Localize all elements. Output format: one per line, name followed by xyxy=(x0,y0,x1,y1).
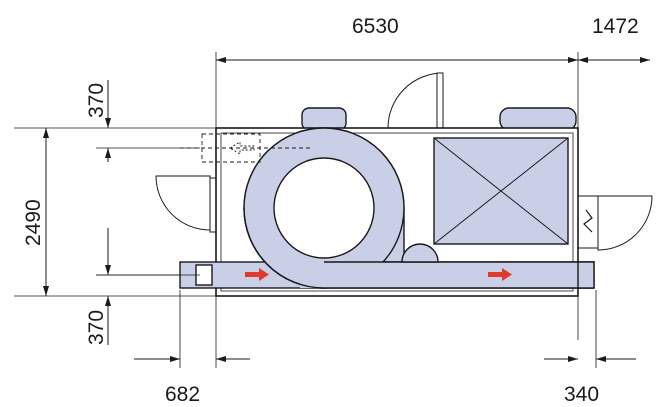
dimension-top: 6530 1472 xyxy=(215,15,650,340)
dim-left-top-offset: 370 xyxy=(85,83,108,118)
dim-bottom-right: 340 xyxy=(564,383,599,406)
left-door-swing-icon xyxy=(155,175,217,233)
exhaust-opening-dashed xyxy=(180,133,310,163)
heater-zigzag-icon xyxy=(583,209,593,233)
dim-left-height: 2490 xyxy=(22,199,45,246)
top-door-swing-icon xyxy=(387,72,444,129)
supply-arrow-right-right-arrow-icon xyxy=(488,268,512,281)
rotary-heat-exchanger xyxy=(243,127,405,289)
top-left-connector xyxy=(301,107,347,131)
right-door-swing-icon xyxy=(577,195,653,251)
fan-bump xyxy=(401,243,439,263)
right-connector xyxy=(577,261,595,289)
top-right-connector xyxy=(499,107,577,131)
filter-x-box-icon xyxy=(433,137,569,245)
supply-arrow-left-right-arrow-icon xyxy=(245,268,269,281)
dimension-left: 2490 370 370 xyxy=(14,80,216,345)
dimension-bottom: 682 340 xyxy=(134,290,636,406)
dim-top-right: 1472 xyxy=(592,15,639,38)
dim-top-length: 6530 xyxy=(352,15,399,38)
unit-casing-inner xyxy=(220,132,574,292)
dim-bottom-left: 682 xyxy=(165,383,200,406)
dim-left-bottom-offset: 370 xyxy=(85,310,108,345)
